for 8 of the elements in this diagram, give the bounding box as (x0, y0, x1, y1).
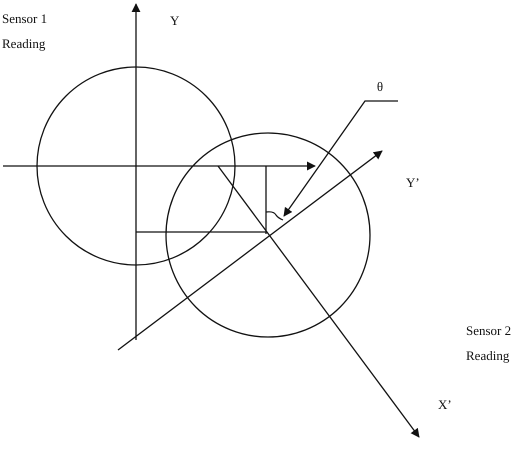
axis-label: Y (170, 12, 180, 30)
leader-line (283, 100, 398, 217)
angle-label: θ (368, 74, 392, 99)
axis-label: Y’ (406, 174, 421, 192)
sensor-label: Sensor 2 Reading (466, 322, 512, 365)
sensor-label: Sensor 1 Reading (2, 10, 48, 53)
angle-arc (266, 211, 284, 221)
axis-label: X’ (438, 396, 453, 414)
